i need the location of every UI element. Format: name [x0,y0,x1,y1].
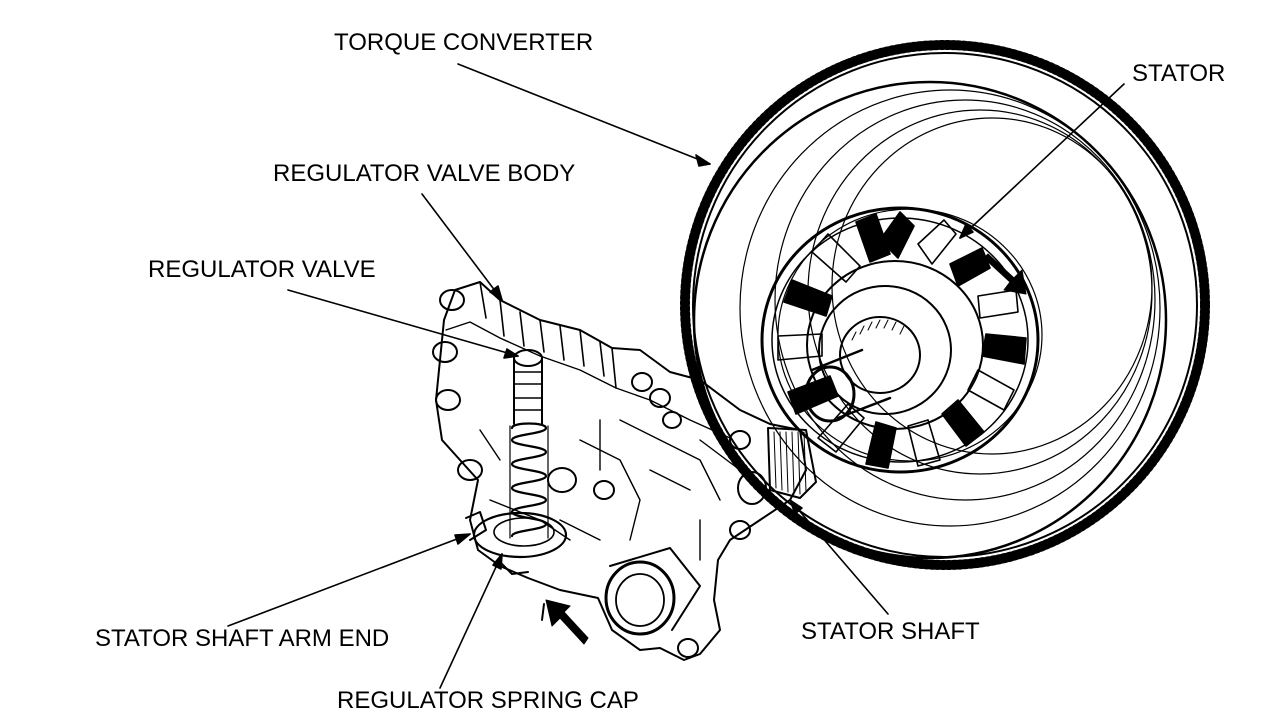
outlet-pipe-outer [604,560,676,636]
valve-body-ridges [479,281,617,389]
valve-stem [513,357,543,425]
outlet-pipe-body [609,547,701,631]
stator-hub-bore [839,316,921,394]
leader-regulator-valve [287,289,519,357]
boss-7 [457,459,483,481]
boss-4 [649,388,671,408]
boss-3 [435,389,461,411]
boss-12 [729,520,751,540]
boss-10 [737,471,767,505]
leader-torque-converter-arrow-icon [695,154,711,167]
valve-top [513,349,543,367]
leader-torque-converter [457,63,711,165]
label-stator-shaft-arm-end: STATOR SHAFT ARM END [95,625,390,652]
leader-lines [227,63,1125,689]
torque-converter [680,40,1210,570]
stator-vanes [777,211,1027,469]
label-regulator-valve-body: REGULATOR VALVE BODY [273,160,576,187]
boss-9 [593,480,615,500]
boss-8 [547,467,577,493]
boss-1 [439,289,465,311]
stator-hub-face [818,285,952,415]
stator [760,206,1043,474]
stator-hub-outer [806,260,984,430]
boss-13 [677,638,699,658]
boss-11 [729,430,751,450]
converter-housing [692,80,1168,560]
housing-contour-2 [774,99,1156,501]
leader-regulator-spring-cap [439,553,503,689]
shaft-stub-end [804,365,856,423]
regulator-valve-body [432,281,817,661]
housing-contour-3 [807,109,1153,475]
valve-lands [513,371,543,411]
label-torque-converter: TORQUE CONVERTER [334,29,594,56]
stator-shaft-body [767,427,817,499]
stator-rotation-arrow-icon [983,253,1027,295]
ring-gear-outer [692,52,1198,558]
leader-regulator-valve-body [421,193,503,301]
leader-stator-shaft-arrow-icon [789,499,803,515]
leader-stator [959,83,1125,239]
leader-regulator-spring-cap-arrow-icon [492,553,503,570]
stator-rim-outer [760,206,1040,474]
label-regulator-valve: REGULATOR VALVE [148,256,376,283]
regulator-valve [513,349,543,425]
outlet-pipe-inner [615,573,665,627]
stator-rim-back [777,208,1043,462]
spring-cap-plate [472,511,568,559]
leader-regulator-valve-body-arrow-icon [489,285,503,301]
valve-body-outline [435,281,807,661]
label-stator: STATOR [1132,60,1226,87]
leader-stator-arrow-icon [959,223,974,239]
leader-stator-shaft-arm-end [227,533,471,627]
leader-regulator-valve-arrow-icon [503,348,519,359]
spring-sides [509,425,549,539]
leader-stator-shaft-arm-end-arrow-icon [454,533,471,545]
arm-end-clip [465,511,529,575]
stator-shaft-splines [773,431,807,495]
label-stator-shaft: STATOR SHAFT [801,618,980,645]
boss-5 [631,372,653,392]
boss-6 [662,411,682,429]
label-regulator-spring-cap: REGULATOR SPRING CAP [337,687,639,714]
regulator-spring [509,422,549,539]
valve-body-details [479,419,741,561]
housing-contour-1 [739,89,1161,527]
spring-coils [510,422,548,538]
leader-stator-shaft [789,499,889,615]
stator-splines [851,319,905,341]
install-direction-arrow-icon [541,599,589,645]
boss-2 [432,341,458,363]
ring-gear-teeth [680,40,1210,570]
